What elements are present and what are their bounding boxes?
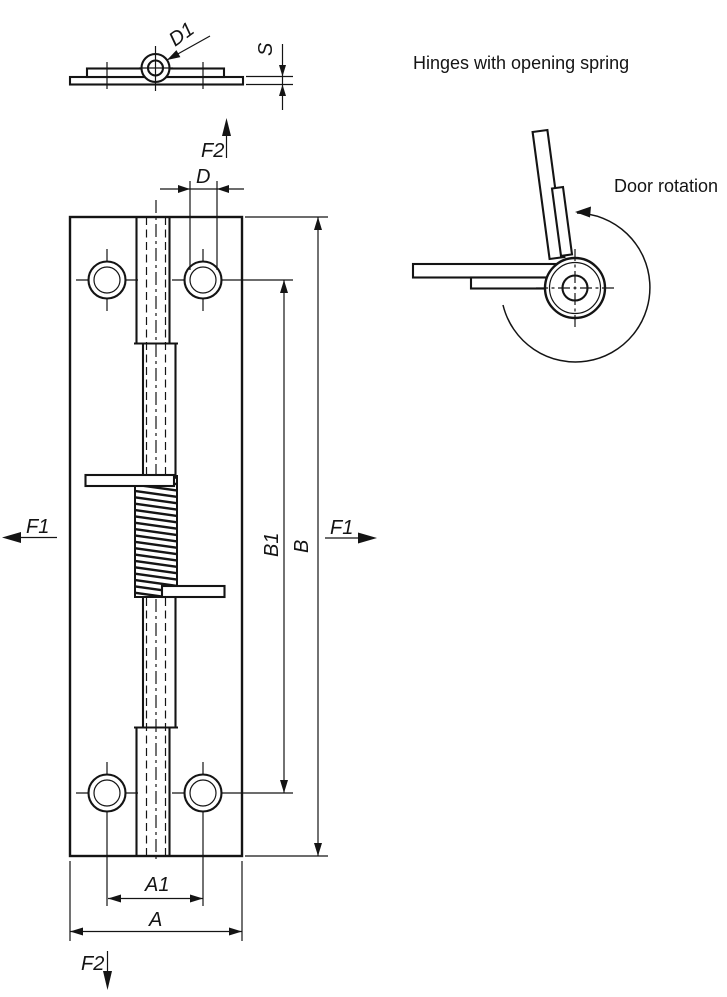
front-view: D B1 B F1 F1 <box>2 166 377 990</box>
top-view: D1 S F2 <box>68 18 293 162</box>
force-f2-label: F2 <box>201 140 224 162</box>
dim-b1-label: B1 <box>261 533 283 557</box>
screw-hole-bottom-left <box>76 762 138 906</box>
force-f2-top: F2 <box>201 118 231 162</box>
screw-hole-top-right <box>172 249 293 311</box>
dim-d-label: D <box>196 166 210 188</box>
opening-spring <box>84 473 226 599</box>
dim-a1-label: A1 <box>144 874 169 896</box>
frame-leaf <box>411 262 565 279</box>
dim-arrowhead <box>279 84 286 96</box>
dim-arrowhead <box>280 280 288 293</box>
dim-s-label: S <box>255 42 277 56</box>
dim-arrowhead <box>190 894 203 903</box>
force-f1-label: F1 <box>330 517 353 539</box>
force-f2-label: F2 <box>81 953 104 975</box>
dim-arrowhead <box>70 927 83 936</box>
dim-arrowhead <box>314 217 322 230</box>
dim-b-label: B <box>291 540 313 553</box>
force-arrowhead <box>222 118 231 136</box>
dim-arrowhead <box>178 185 190 193</box>
dim-arrowhead <box>229 927 242 936</box>
force-arrowhead <box>103 971 112 990</box>
spring-coil <box>134 475 178 598</box>
door-leaf-inner-strip <box>550 185 574 258</box>
dim-arrowhead <box>217 185 229 193</box>
dim-d1: D1 <box>165 18 211 61</box>
screw-hole-top-left <box>76 249 138 311</box>
pin-barrel-inner-ring <box>548 261 602 315</box>
spring-leg-lower <box>160 584 226 599</box>
spring-leg-upper <box>84 473 176 488</box>
page-title: Hinges with opening spring <box>413 53 629 73</box>
force-f1-right: F1 <box>325 517 377 544</box>
dim-s: S <box>246 42 293 110</box>
dim-a-label: A <box>148 909 162 931</box>
dim-b1: B1 <box>261 280 288 793</box>
door-rotation-arrow <box>502 206 651 363</box>
dim-arrowhead <box>279 65 286 77</box>
screw-hole-bottom-right <box>172 762 293 906</box>
dim-a: A <box>69 861 243 941</box>
dim-d1-label: D1 <box>165 18 199 51</box>
dim-arrowhead <box>314 843 322 856</box>
force-f1-left: F1 <box>2 516 57 543</box>
door-rotation-label: Door rotation <box>614 176 718 196</box>
force-arrowhead <box>358 532 377 544</box>
dim-d: D <box>160 166 244 270</box>
dim-arrowhead <box>108 894 121 903</box>
force-f1-label: F1 <box>26 516 49 538</box>
dim-a1: A1 <box>108 874 203 903</box>
leader-arrowhead <box>167 50 181 60</box>
force-arrowhead <box>2 532 21 543</box>
side-view: Door rotation <box>411 128 718 363</box>
force-f2-bottom: F2 <box>81 951 112 990</box>
rotation-arrowhead <box>575 206 591 218</box>
dim-arrowhead <box>280 780 288 793</box>
dim-b: B <box>245 216 328 857</box>
